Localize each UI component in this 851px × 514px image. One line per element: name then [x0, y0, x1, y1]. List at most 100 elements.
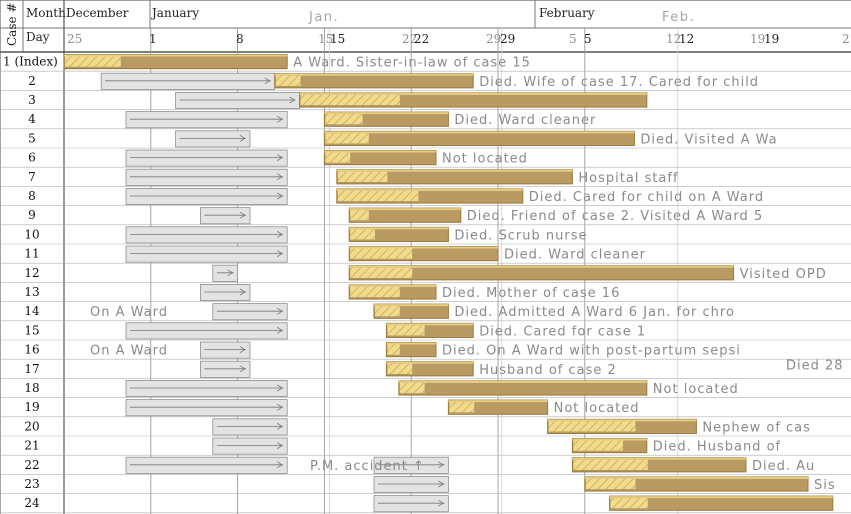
case-note: Visited OPD [740, 267, 827, 282]
illness-bar-highlight [274, 73, 474, 76]
illness-bar-highlight [324, 112, 449, 115]
case-label: 22 [24, 458, 39, 472]
exposure-bar [125, 226, 288, 244]
exposure-bar [125, 456, 288, 474]
illness-bar-highlight [398, 380, 647, 383]
case-note: Died. Ward cleaner [454, 113, 596, 128]
case-rows: 1 (Index)A Ward. Sister-in-law of case 1… [0, 54, 851, 514]
illness-bar-highlight [547, 419, 697, 422]
exposure-arrowhead [276, 154, 283, 161]
extra-label: Died 28 [786, 359, 844, 374]
case-label: 20 [24, 419, 39, 433]
day-tick-label: 19 [750, 32, 765, 46]
day-tick-label: 12 [679, 32, 694, 46]
onset-hatch [449, 402, 475, 413]
exposure-arrowhead [239, 346, 246, 353]
exposure-bar [199, 360, 251, 378]
exposure-bar [100, 72, 276, 90]
case-note: Died. Admitted A Ward 6 Jan. for chro [454, 305, 735, 320]
case-note: Husband of case 2 [479, 363, 617, 378]
illness-bar [274, 73, 474, 89]
month-stamp-feb: Feb. [662, 10, 695, 25]
case-row: 20 Nephew of cas [0, 418, 851, 437]
case-label: 16 [24, 343, 39, 357]
case-row: 1 (Index)A Ward. Sister-in-law of case 1… [0, 54, 851, 72]
onset-hatch [65, 56, 121, 67]
day-tick-label: 5 [584, 32, 592, 46]
onset-hatch [350, 229, 375, 240]
onset-hatch [350, 267, 413, 278]
exposure-bar [125, 245, 288, 263]
day-tick-label: 29 [500, 32, 515, 46]
side-label: On A Ward [90, 344, 168, 359]
side-label: P.M. accident ↑ [310, 459, 425, 474]
illness-bar-highlight [324, 150, 436, 153]
case-label: 4 [28, 112, 36, 126]
case-note: Not located [554, 401, 640, 416]
day-tick-label: 15 [330, 32, 345, 46]
case-note: Died. Cared for child on A Ward [529, 190, 764, 205]
exposure-arrowhead [438, 480, 445, 488]
case-label: 3 [28, 93, 36, 107]
exposure-bar [125, 149, 288, 167]
exposure-arrowhead [289, 96, 296, 104]
exposure-bar [125, 322, 288, 340]
illness-bar-highlight [386, 361, 474, 364]
case-label: 23 [24, 477, 39, 491]
case-note: Nephew of cas [702, 420, 811, 435]
case-note: Not located [653, 382, 739, 397]
exposure-arrowhead [276, 384, 283, 392]
exposure-arrowhead [239, 211, 246, 219]
exposure-bar [125, 168, 288, 186]
exposure-arrowhead [276, 442, 283, 449]
illness-bar-highlight [448, 400, 548, 403]
exposure-bar [212, 303, 288, 321]
illness-bar-highlight [349, 265, 734, 268]
onset-hatch [573, 459, 648, 470]
case-label: 8 [28, 189, 36, 203]
exposure-arrowhead [264, 77, 271, 85]
onset-hatch [387, 344, 400, 355]
illness-bar-highlight [349, 284, 436, 287]
onset-hatch [350, 248, 413, 259]
case-note: Died. Ward cleaner [504, 248, 646, 263]
illness-bar-highlight [64, 54, 288, 57]
exposure-arrowhead [276, 307, 283, 315]
exposure-arrowhead [438, 499, 445, 507]
case-label: 5 [28, 131, 36, 145]
case-row: 3 [0, 92, 851, 110]
exposure-bar [199, 207, 251, 225]
onset-hatch [350, 210, 369, 221]
illness-bar [398, 380, 648, 396]
exposure-bar [212, 437, 288, 455]
case-label: 12 [24, 266, 39, 280]
illness-bar-highlight [336, 188, 523, 191]
case-note: Died. Visited A Wa [640, 132, 777, 147]
case-label: 14 [24, 304, 40, 318]
exposure-bar [125, 379, 288, 397]
illness-bar-highlight [572, 457, 746, 460]
case-label: 10 [24, 227, 39, 241]
day-tick-label: 22 [402, 32, 417, 46]
exposure-arrowhead [276, 115, 283, 123]
day-tick-label: 15 [318, 32, 333, 46]
illness-bar-highlight [572, 438, 647, 441]
onset-hatch [548, 421, 636, 432]
onset-hatch [350, 286, 400, 298]
month-january: January [150, 6, 199, 20]
exposure-bar [125, 111, 288, 129]
exposure-arrowhead [438, 461, 445, 469]
case-label: 7 [28, 170, 36, 184]
onset-hatch [573, 440, 623, 451]
case-note: Not located [442, 152, 528, 167]
exposure-bar [125, 187, 288, 205]
case-column-label: Case # [5, 3, 19, 46]
